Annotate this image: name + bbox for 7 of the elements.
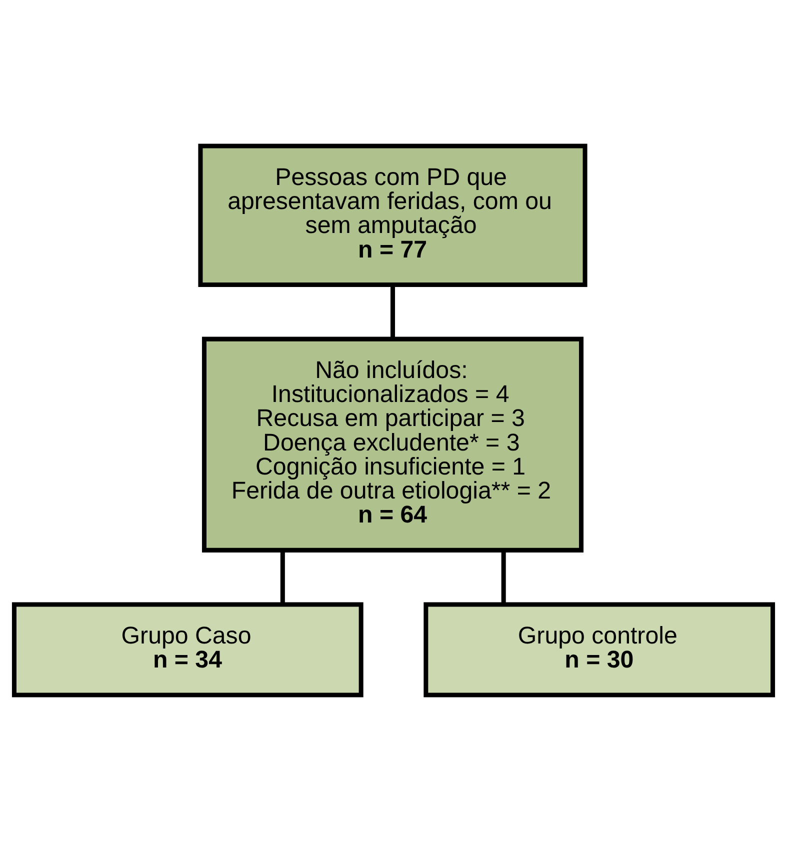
- connector: [501, 550, 506, 604]
- node-box: Pessoas com PD que apresentavam feridas, com ou sem amputação n = 77: [198, 144, 588, 288]
- node-box: Grupo controle n = 30: [424, 602, 776, 698]
- node-box: Grupo Caso n = 34: [12, 602, 364, 698]
- connector: [390, 284, 395, 339]
- connector: [280, 550, 285, 604]
- node-box: Não incluídos: Institucionalizados = 4 Recusa em participar = 3 Doença excludente* = 3 Cognição insuficiente = 1 Ferida de outra etiologia** = 2 n = 64: [202, 336, 584, 552]
